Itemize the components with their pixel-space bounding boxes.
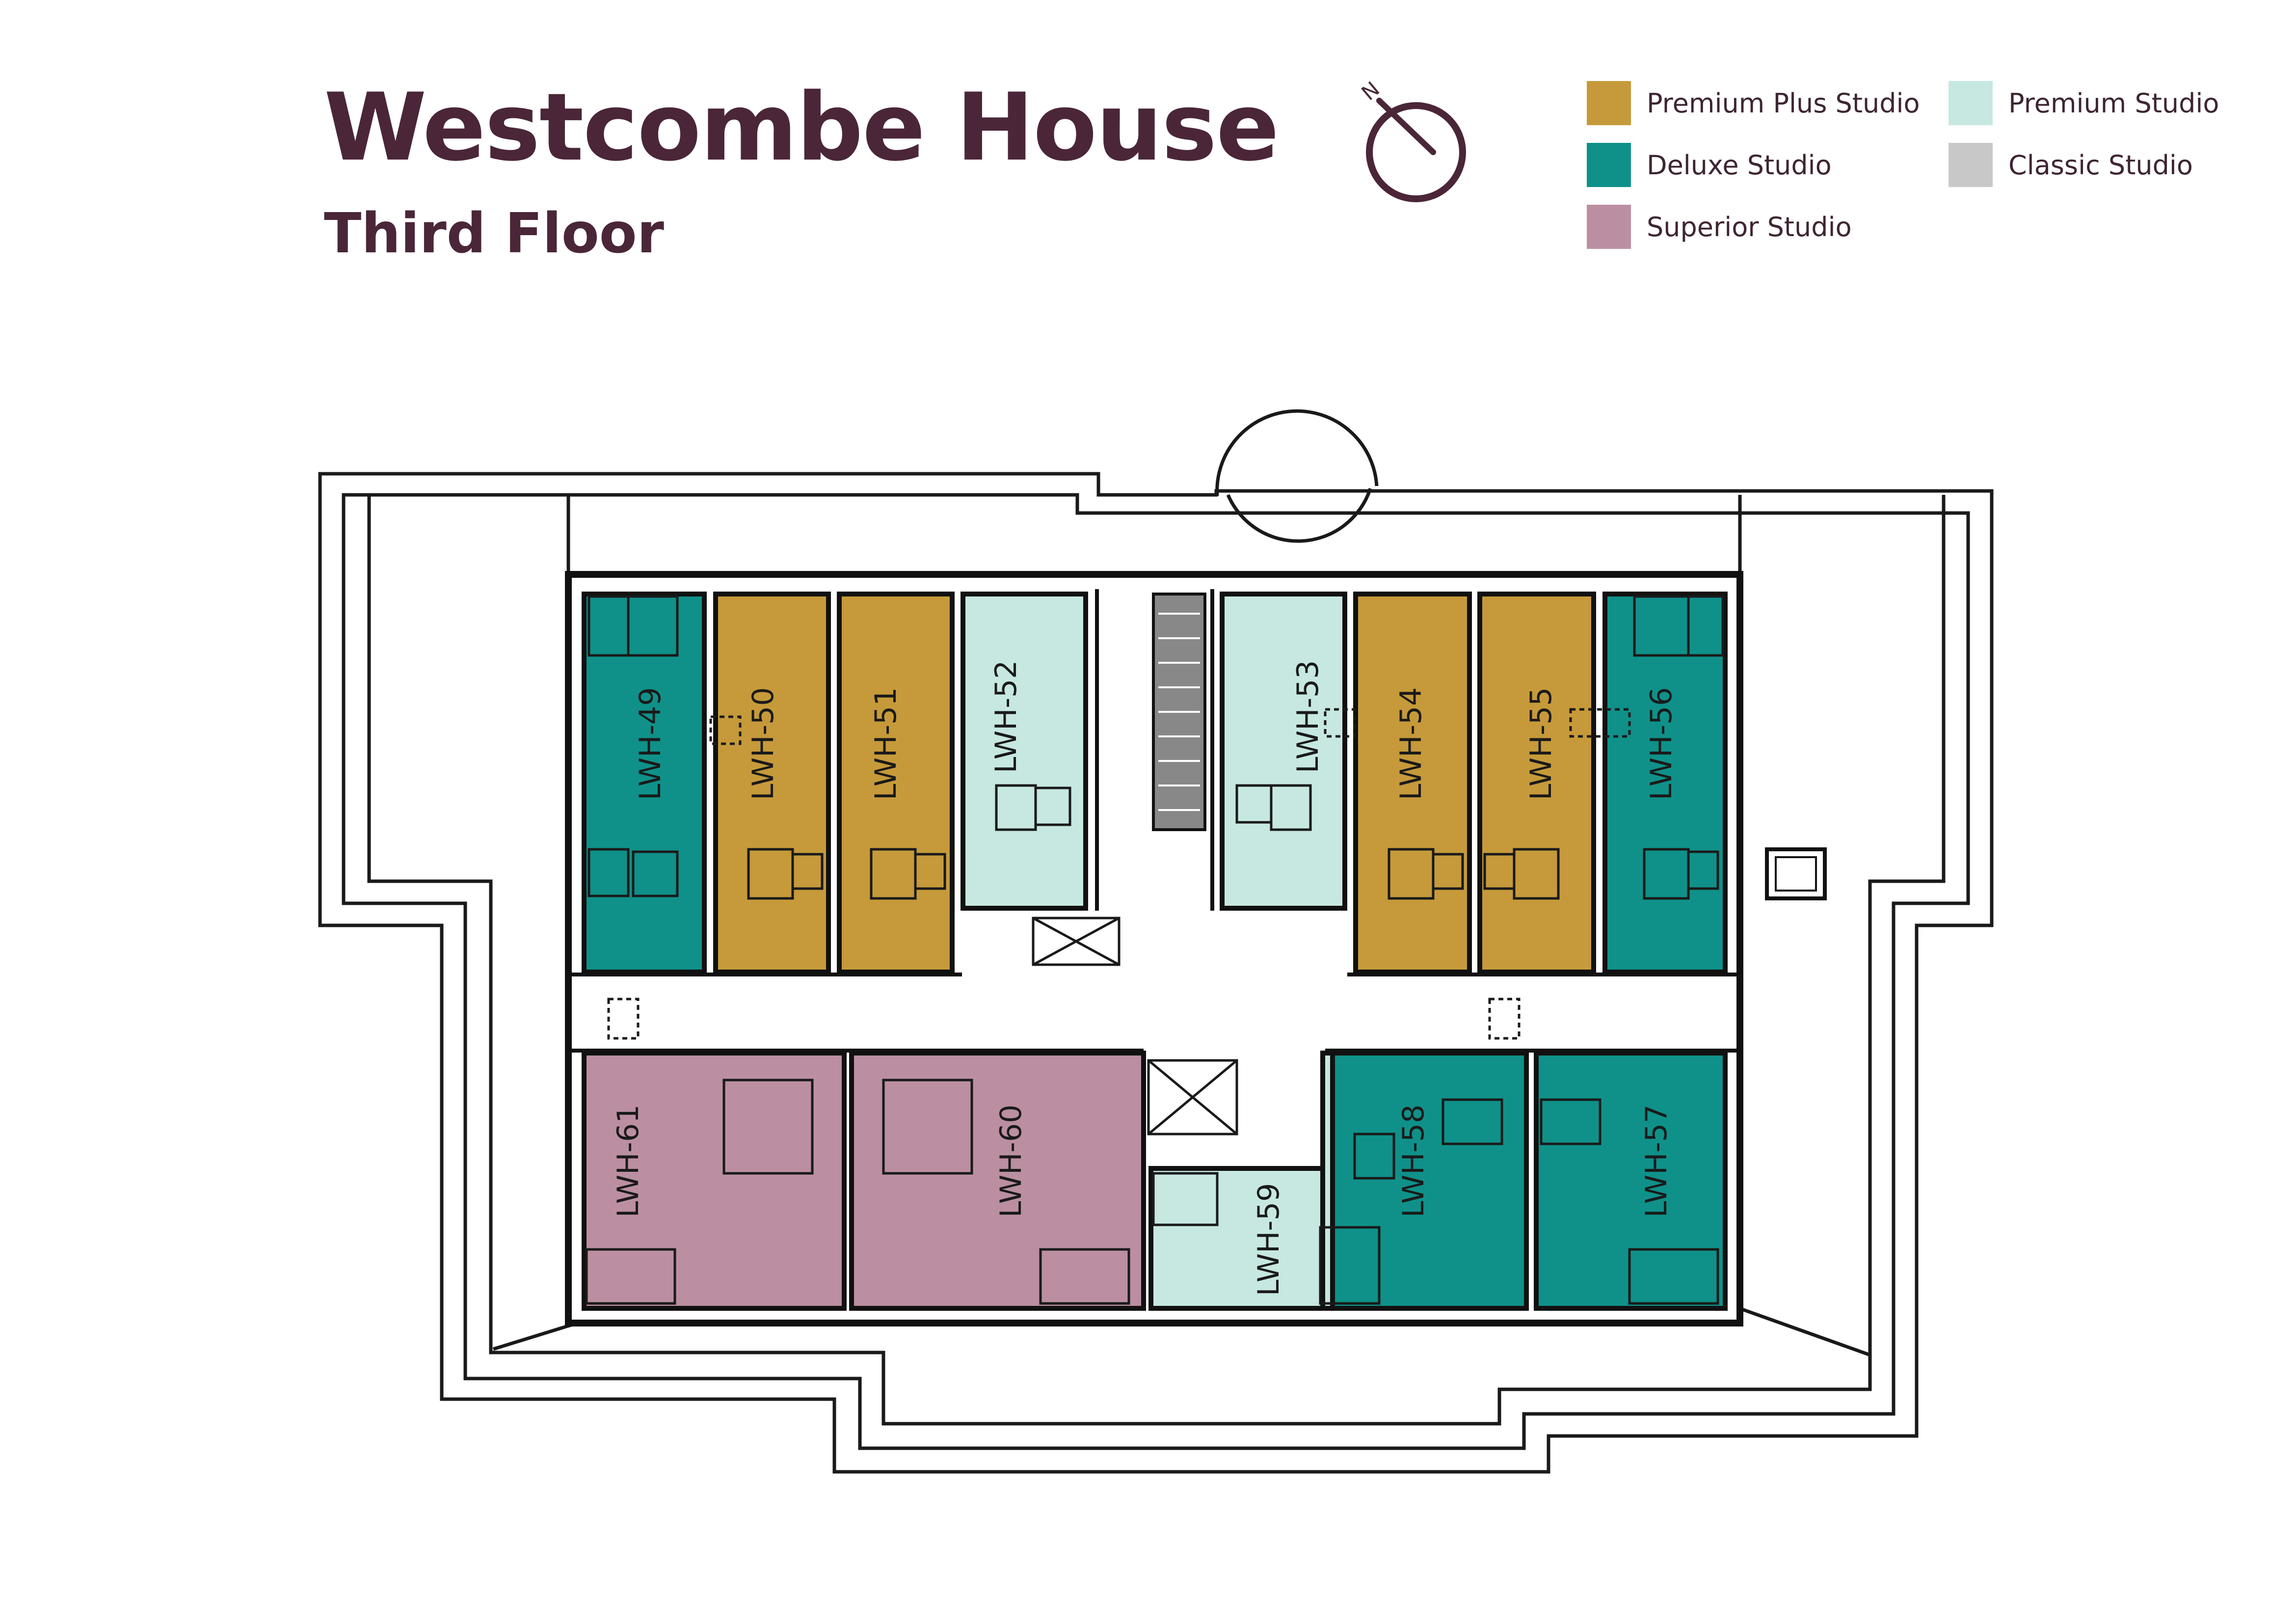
unit-lwh-61[interactable] — [582, 1051, 847, 1311]
legend-swatch — [1949, 81, 1993, 125]
unit-lwh-55[interactable] — [1477, 592, 1596, 974]
unit-label-lwh-51: LWH-51 — [869, 687, 903, 800]
legend-swatch — [1949, 143, 1993, 187]
legend-swatch — [1587, 81, 1631, 125]
unit-lwh-52[interactable] — [961, 592, 1088, 911]
unit-label-lwh-57: LWH-57 — [1639, 1105, 1674, 1218]
legend-item-superior: Superior Studio — [1587, 205, 1852, 249]
legend-item-deluxe: Deluxe Studio — [1587, 143, 1832, 187]
building-title: Westcombe House — [324, 73, 1279, 182]
unit-label-lwh-52: LWH-52 — [989, 660, 1023, 773]
legend-item-premium-plus: Premium Plus Studio — [1587, 81, 1920, 125]
unit-lwh-50[interactable] — [713, 592, 831, 974]
legend-swatch — [1587, 143, 1631, 187]
unit-label-lwh-59: LWH-59 — [1252, 1183, 1286, 1296]
north-compass-icon: N — [1357, 79, 1466, 202]
unit-lwh-49[interactable] — [582, 592, 707, 974]
unit-lwh-51[interactable] — [837, 592, 955, 974]
unit-label-lwh-49: LWH-49 — [633, 687, 667, 800]
unit-lwh-54[interactable] — [1353, 592, 1472, 974]
terrace-outline — [318, 409, 1994, 1474]
legend-swatch — [1587, 205, 1631, 249]
unit-lwh-53[interactable] — [1220, 592, 1347, 911]
unit-lwh-56[interactable] — [1602, 592, 1728, 974]
interior-details — [585, 595, 1724, 1305]
floor-subtitle: Third Floor — [324, 202, 664, 266]
unit-label-lwh-61: LWH-61 — [611, 1105, 645, 1218]
unit-label-lwh-55: LWH-55 — [1524, 687, 1558, 800]
unit-label-lwh-53: LWH-53 — [1291, 660, 1325, 773]
legend-item-classic: Classic Studio — [1949, 143, 2193, 187]
unit-label-lwh-60: LWH-60 — [994, 1105, 1028, 1218]
legend-label: Superior Studio — [1647, 211, 1852, 243]
legend-label: Premium Studio — [2008, 87, 2219, 119]
unit-lwh-60[interactable] — [849, 1051, 1146, 1311]
legend-label: Deluxe Studio — [1647, 149, 1832, 181]
legend-label: Premium Plus Studio — [1647, 87, 1920, 119]
legend-label: Classic Studio — [2008, 149, 2193, 181]
unit-label-lwh-50: LWH-50 — [746, 687, 780, 800]
unit-label-lwh-58: LWH-58 — [1396, 1105, 1431, 1218]
unit-label-lwh-54: LWH-54 — [1394, 687, 1428, 800]
unit-lwh-59[interactable] — [1148, 1166, 1325, 1311]
unit-label-lwh-56: LWH-56 — [1644, 687, 1679, 800]
legend-item-premium: Premium Studio — [1949, 81, 2219, 125]
unit-lwh-58[interactable] — [1330, 1051, 1529, 1311]
